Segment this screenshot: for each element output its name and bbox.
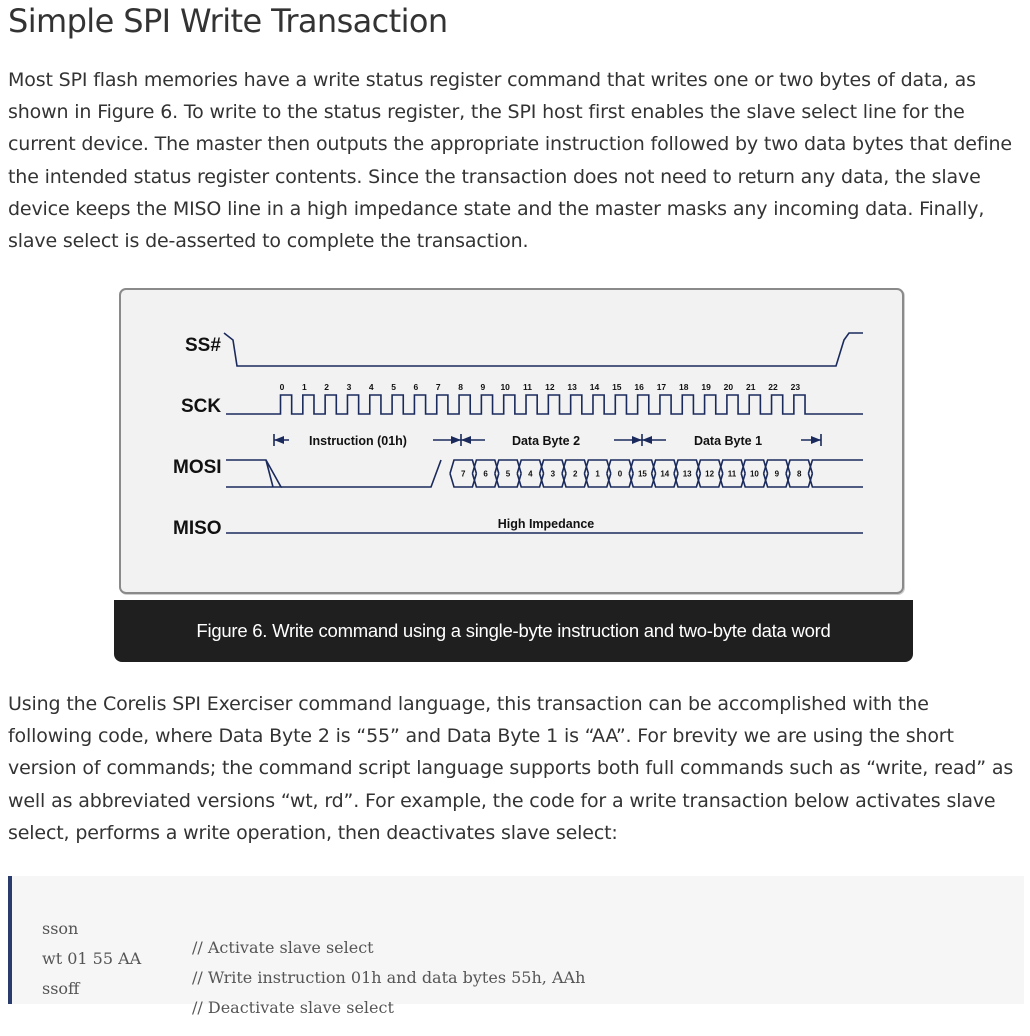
mosi-idle-line bbox=[226, 459, 283, 488]
intro-paragraph: Most SPI flash memories have a write sta… bbox=[8, 69, 1012, 253]
mosi-bit-label: 10 bbox=[750, 470, 759, 479]
clock-tick-label: 7 bbox=[436, 382, 441, 392]
clock-tick-label: 18 bbox=[679, 382, 689, 392]
code-comment: // Activate slave select bbox=[192, 938, 374, 957]
code-comment: // Deactivate slave select bbox=[192, 998, 394, 1017]
clock-tick-label: 1 bbox=[302, 382, 307, 392]
clock-tick-label: 21 bbox=[746, 382, 756, 392]
miso-state-label: High Impedance bbox=[498, 517, 595, 531]
segment-arrowhead bbox=[811, 436, 821, 444]
segment-arrowhead bbox=[461, 436, 471, 444]
clock-tick-label: 12 bbox=[545, 382, 555, 392]
segment-arrowhead bbox=[632, 436, 642, 444]
clock-tick-label: 23 bbox=[791, 382, 801, 392]
mosi-bit-label: 8 bbox=[797, 470, 802, 479]
clock-tick-label: 3 bbox=[347, 382, 352, 392]
mosi-tail-line bbox=[807, 459, 863, 488]
mosi-idle-line bbox=[281, 459, 442, 488]
signal-label-ss: SS# bbox=[185, 335, 221, 356]
clock-tick-label: 8 bbox=[458, 382, 463, 392]
mosi-bit-label: 2 bbox=[573, 470, 578, 479]
page-title: Simple SPI Write Transaction bbox=[8, 2, 448, 40]
segment-label: Instruction (01h) bbox=[309, 434, 407, 448]
mosi-bit-label: 5 bbox=[506, 470, 511, 479]
mosi-bit-label: 0 bbox=[618, 470, 623, 479]
mosi-bit-label: 15 bbox=[638, 470, 647, 479]
clock-tick-label: 2 bbox=[324, 382, 329, 392]
clock-tick-label: 14 bbox=[590, 382, 600, 392]
clock-tick-label: 10 bbox=[500, 382, 510, 392]
segment-arrowhead bbox=[274, 436, 284, 444]
clock-tick-label: 19 bbox=[701, 382, 711, 392]
signal-label-miso: MISO bbox=[173, 518, 222, 539]
code-command: ssoff bbox=[42, 979, 80, 998]
figure-caption: Figure 6. Write command using a single-b… bbox=[114, 600, 913, 662]
mosi-bit-label: 9 bbox=[775, 470, 780, 479]
signal-label-sck: SCK bbox=[181, 396, 221, 417]
mosi-bit-label: 1 bbox=[595, 470, 600, 479]
mosi-bit-label: 6 bbox=[483, 470, 488, 479]
code-line: wt 01 55 AA // Write instruction 01h and… bbox=[42, 930, 585, 1006]
code-line: sson // Activate slave select bbox=[42, 900, 374, 976]
mosi-bit-label: 3 bbox=[551, 470, 556, 479]
clock-tick-label: 4 bbox=[369, 382, 374, 392]
clock-tick-label: 5 bbox=[391, 382, 396, 392]
clock-tick-label: 11 bbox=[523, 382, 532, 392]
sck-signal-line bbox=[226, 394, 863, 415]
code-line: ssoff // Deactivate slave select bbox=[42, 960, 394, 1036]
code-block: sson // Activate slave select wt 01 55 A… bbox=[8, 876, 1024, 1017]
code-command: wt 01 55 AA bbox=[42, 949, 142, 968]
segment-arrowhead bbox=[642, 436, 652, 444]
signal-label-mosi: MOSI bbox=[173, 457, 222, 478]
clock-tick-label: 6 bbox=[414, 382, 419, 392]
clock-tick-label: 13 bbox=[567, 382, 577, 392]
code-comment: // Write instruction 01h and data bytes … bbox=[192, 968, 586, 987]
mosi-bit-label: 13 bbox=[683, 470, 692, 479]
clock-tick-label: 15 bbox=[612, 382, 622, 392]
mosi-bit-label: 14 bbox=[660, 470, 669, 479]
mosi-bit-label: 12 bbox=[705, 470, 714, 479]
code-intro-paragraph: Using the Corelis SPI Exerciser command … bbox=[8, 693, 1014, 844]
clock-tick-label: 0 bbox=[280, 382, 285, 392]
code-command: sson bbox=[42, 919, 79, 938]
ss-signal-line bbox=[223, 332, 863, 367]
segment-arrowhead bbox=[451, 436, 461, 444]
clock-tick-label: 17 bbox=[657, 382, 667, 392]
mosi-bit-label: 11 bbox=[728, 470, 737, 479]
clock-tick-label: 16 bbox=[634, 382, 644, 392]
segment-label: Data Byte 2 bbox=[512, 434, 580, 448]
mosi-bit-label: 7 bbox=[461, 470, 466, 479]
clock-tick-label: 22 bbox=[768, 382, 778, 392]
mosi-bit-label: 4 bbox=[528, 470, 533, 479]
clock-tick-label: 20 bbox=[724, 382, 734, 392]
segment-label: Data Byte 1 bbox=[694, 434, 762, 448]
clock-tick-label: 9 bbox=[481, 382, 486, 392]
